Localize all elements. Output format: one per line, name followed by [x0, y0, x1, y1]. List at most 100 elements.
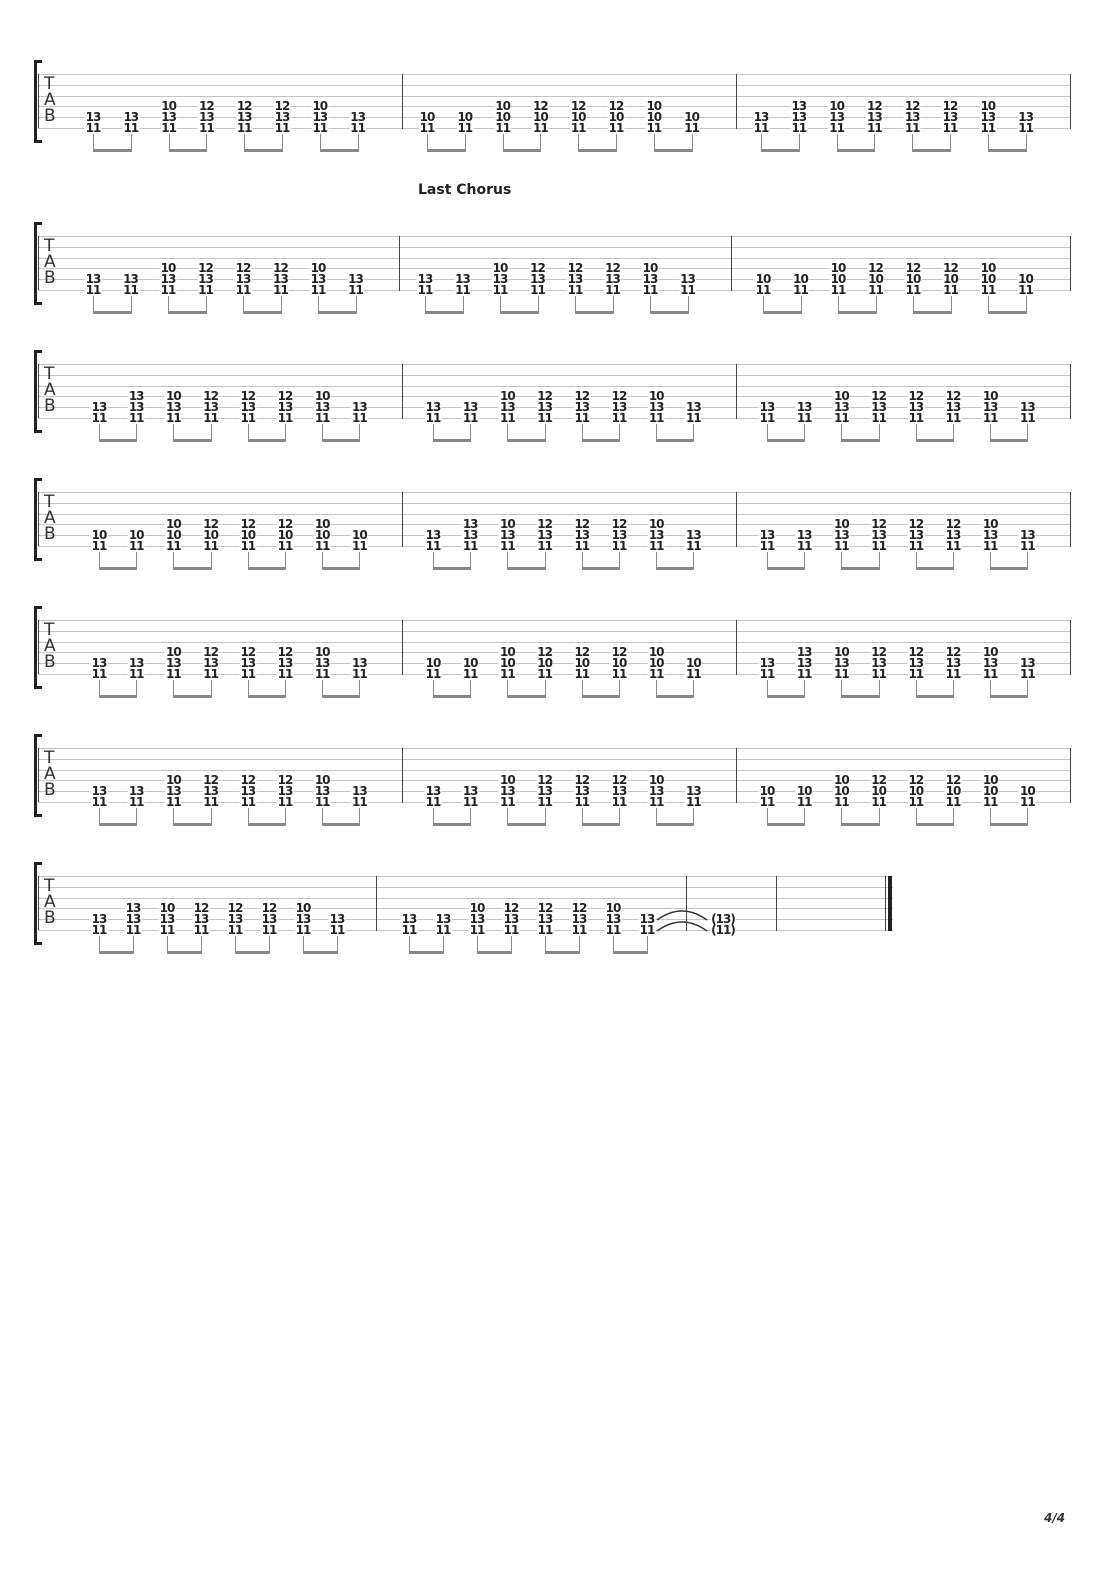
- note-beam: [656, 439, 695, 442]
- note-stem: [619, 424, 620, 440]
- note-stem: [1027, 680, 1029, 696]
- fret-number: 10: [311, 99, 329, 114]
- fret-number: 12: [532, 99, 549, 114]
- note-stem: [285, 552, 286, 568]
- note-stem: [470, 424, 472, 440]
- fret-number: 13: [202, 656, 219, 671]
- note-stem: [804, 552, 806, 568]
- fret-number: 11: [90, 795, 108, 809]
- note-stem: [841, 424, 843, 440]
- fret-number: 13: [833, 528, 850, 543]
- note-stem: [464, 134, 466, 150]
- fret-number: 11: [461, 411, 479, 425]
- staff-line: [38, 385, 1070, 387]
- fret-number: 10: [491, 261, 509, 276]
- fret-number: 11: [944, 411, 962, 425]
- fret-number: 10: [610, 656, 628, 671]
- fret-number: 10: [904, 272, 922, 287]
- fret-number: 11: [570, 923, 588, 937]
- note-beam: [915, 567, 954, 570]
- fret-number: 12: [573, 517, 591, 532]
- fret-number: 11: [532, 121, 549, 135]
- note-beam: [915, 695, 954, 698]
- staff-line: [38, 769, 1070, 771]
- note-beam: [173, 823, 212, 826]
- note-beam: [990, 439, 1029, 442]
- fret-number: 11: [573, 411, 591, 425]
- fret-number: 12: [944, 645, 962, 660]
- barline-start: [38, 492, 39, 546]
- tab-clef-letter: B: [44, 396, 56, 416]
- note-beam: [578, 149, 617, 152]
- note-stem: [99, 680, 100, 696]
- staff-line: [38, 908, 893, 910]
- fret-number: 11: [907, 539, 925, 553]
- fret-number: 11: [226, 923, 244, 937]
- fret-number: 11: [351, 539, 368, 553]
- fret-number: 13: [197, 272, 214, 287]
- note-stem: [950, 134, 951, 150]
- barline-start: [38, 748, 39, 802]
- fret-number: 11: [944, 795, 962, 809]
- fret-number: 13: [491, 272, 509, 287]
- staff-line: [38, 290, 1070, 291]
- fret-number: 11: [84, 121, 102, 135]
- fret-number: 10: [647, 773, 665, 788]
- note-stem: [912, 134, 914, 150]
- note-stem: [767, 552, 768, 568]
- note-stem: [173, 680, 175, 696]
- fret-number: 11: [424, 539, 442, 553]
- fret-number: 10: [942, 272, 959, 287]
- fret-number: 12: [870, 389, 887, 404]
- note-beam: [656, 823, 695, 826]
- fret-number: 13: [127, 784, 145, 799]
- fret-number: 11: [418, 121, 436, 135]
- note-stem: [950, 296, 952, 312]
- tab-clef-letter: A: [44, 764, 56, 784]
- fret-number: 13: [351, 656, 368, 671]
- note-stem: [280, 296, 282, 312]
- staff-line: [38, 780, 1070, 782]
- note-beam: [244, 149, 283, 152]
- fret-number: 10: [536, 656, 553, 671]
- note-beam: [767, 439, 806, 442]
- note-stem: [540, 134, 542, 150]
- fret-number: 10: [833, 389, 850, 404]
- note-stem: [767, 808, 768, 824]
- note-stem: [687, 296, 689, 312]
- bracket-curl-top: [34, 60, 42, 63]
- fret-number: 12: [941, 99, 959, 114]
- note-stem: [953, 680, 954, 696]
- note-stem: [210, 808, 212, 824]
- fret-number: 13: [1019, 400, 1036, 415]
- note-stem: [201, 936, 202, 952]
- fret-number: 10: [758, 784, 776, 799]
- fret-number: 12: [904, 261, 922, 276]
- fret-number: 10: [1019, 784, 1036, 799]
- fret-number: 13: [311, 110, 329, 125]
- fret-number: 13: [276, 400, 294, 415]
- note-stem: [838, 296, 839, 312]
- fret-number: 11: [198, 121, 215, 135]
- note-stem: [357, 134, 359, 150]
- note-beam: [912, 149, 951, 152]
- fret-number: 12: [610, 389, 628, 404]
- note-stem: [322, 552, 324, 568]
- note-stem: [691, 134, 693, 150]
- tab-clef-letter: B: [44, 524, 56, 544]
- fret-number: 13: [795, 656, 813, 671]
- fret-number: 13: [790, 110, 808, 125]
- fret-number: 13: [127, 400, 145, 415]
- note-stem: [303, 936, 304, 952]
- note-stem: [433, 552, 434, 568]
- staff-line: [38, 236, 1070, 237]
- fret-number: 11: [494, 121, 511, 135]
- fret-number: 12: [610, 517, 628, 532]
- note-stem: [537, 296, 539, 312]
- note-beam: [656, 695, 695, 698]
- fret-number: 11: [758, 539, 776, 553]
- fret-number: 13: [309, 272, 327, 287]
- note-beam: [247, 823, 286, 826]
- fret-number: (13): [710, 912, 736, 927]
- fret-number: 11: [573, 539, 591, 553]
